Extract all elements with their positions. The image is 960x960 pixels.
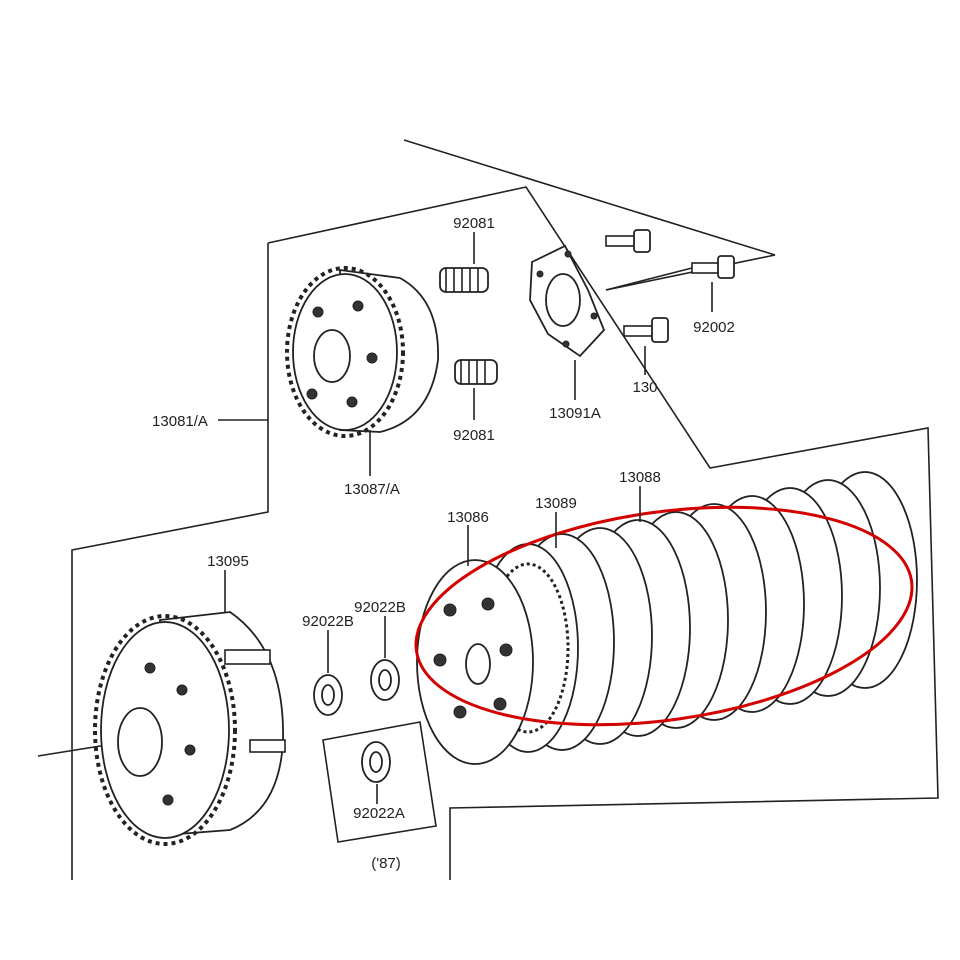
- pressure-plate-13086: [416, 559, 534, 765]
- clutch-hub-13087: [285, 266, 439, 438]
- spring-bottom-92081: [454, 359, 498, 385]
- label-spring-bottom: 92081: [453, 427, 495, 444]
- label-pressure-plate: 13086: [447, 509, 489, 526]
- label-washer-right: 92022B: [354, 599, 406, 616]
- label-spring-top: 92081: [453, 215, 495, 232]
- label-bolt-right: 92002: [693, 319, 735, 336]
- clutch-plate-stack: [477, 471, 918, 753]
- outer-housing-13095: [93, 611, 286, 846]
- washer-boxed-92022a: [322, 721, 437, 843]
- label-year-note: ('87): [371, 855, 401, 872]
- label-inner-hub: 13087/A: [344, 481, 400, 498]
- label-washer-left: 92022B: [302, 613, 354, 630]
- leader-lines: [218, 232, 713, 804]
- bolt-lower-130: [623, 317, 669, 343]
- label-plate-13089: 13089: [535, 495, 577, 512]
- bolt-right-92002: [691, 255, 735, 279]
- label-washer-boxed: 92022A: [353, 805, 405, 822]
- spring-top-92081: [439, 267, 489, 293]
- label-inner-hub-ref: 13081/A: [152, 413, 208, 430]
- label-lifter-plate: 13091A: [549, 405, 601, 422]
- label-outer-housing: 13095: [207, 553, 249, 570]
- highlight-ellipse: [414, 505, 914, 727]
- washer-right-92022b: [370, 659, 400, 701]
- washer-left-92022b: [313, 674, 343, 716]
- bolt-top: [605, 229, 651, 253]
- label-plate-13088: 13088: [619, 469, 661, 486]
- diagram-outline: [37, 139, 939, 880]
- lifter-plate-13091a: [529, 244, 606, 358]
- label-bolt-lower: 130: [632, 379, 657, 396]
